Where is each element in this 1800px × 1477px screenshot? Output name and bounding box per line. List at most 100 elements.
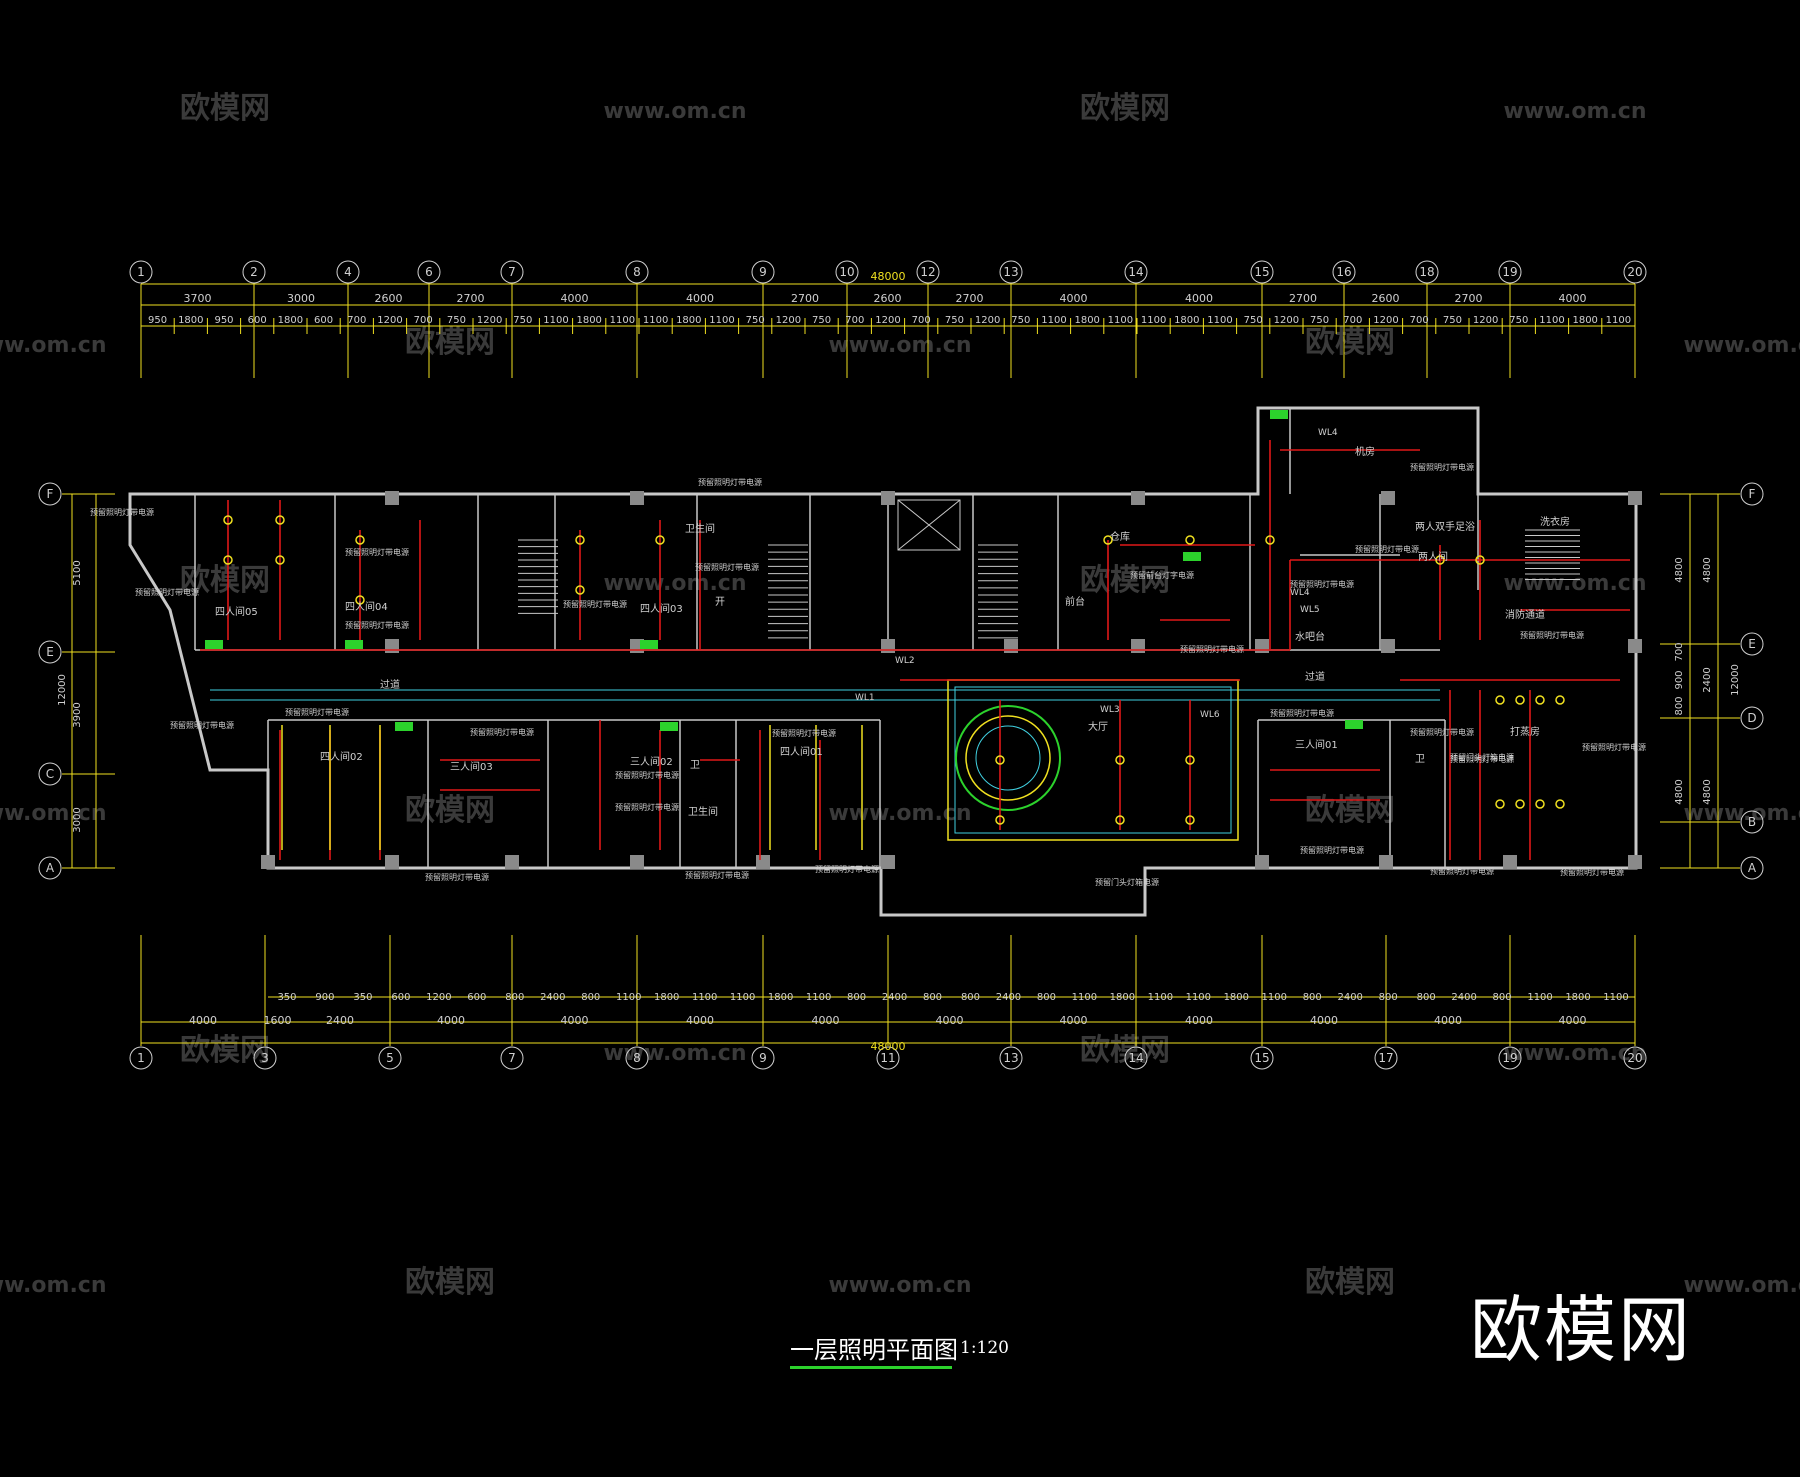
axis-top-14-label: 14: [1128, 265, 1143, 279]
dim-top-row2: 1800: [278, 315, 303, 326]
structural-column: [1379, 855, 1393, 869]
panel-label: 预留照明灯带电源: [1582, 742, 1646, 752]
dim-top-row1: 4000: [561, 292, 589, 305]
dim-right-inner-val: 4800: [1674, 557, 1685, 582]
axis-top-10-circle: [835, 260, 859, 284]
dim-top-row1: 2600: [874, 292, 902, 305]
dim-top-row2: 1100: [543, 315, 568, 326]
panel-label: 预留照明灯带电源: [1300, 845, 1364, 855]
dim-right-inner-val: 900: [1674, 670, 1685, 689]
room-label-four_05: 四人间05: [215, 605, 258, 618]
title-underline: [790, 1366, 952, 1369]
room-label-three_02: 三人间02: [630, 755, 673, 768]
dim-top-row2: 950: [148, 315, 167, 326]
axis-top-9-circle: [751, 260, 775, 284]
structural-column: [1255, 639, 1269, 653]
dim-top-row1: 4000: [1559, 292, 1587, 305]
elevator-shaft: [897, 499, 961, 551]
light-fixture: [1555, 799, 1565, 809]
structural-column: [1381, 491, 1395, 505]
axis-bottom-8-circle: [625, 1046, 649, 1070]
light-fixture: [1555, 695, 1565, 705]
axis-top-18-circle: [1415, 260, 1439, 284]
dim-top-row2: 1200: [875, 315, 900, 326]
dim-bottom-row2: 4000: [1185, 1014, 1213, 1027]
watermark-url: www.om.cn: [828, 1273, 971, 1298]
axis-bottom-19-circle: [1498, 1046, 1522, 1070]
dim-top-row2: 1800: [1074, 315, 1099, 326]
axis-top-13-label: 13: [1003, 265, 1018, 279]
dim-bottom-row1: 1800: [654, 992, 679, 1003]
dim-top-row2: 1200: [1473, 315, 1498, 326]
axis-top-16-circle: [1332, 260, 1356, 284]
panel-label: 预留门头灯箱电源: [1095, 877, 1159, 887]
dim-bottom-row1: 2400: [540, 992, 565, 1003]
panel-label: 预留照明灯带电源: [815, 864, 879, 874]
structural-column: [1381, 639, 1395, 653]
dim-bottom-row1: 600: [467, 992, 486, 1003]
light-fixture: [1265, 535, 1275, 545]
dim-top-row1: 4000: [686, 292, 714, 305]
panel-label: 预留照明灯带电源: [1290, 579, 1354, 589]
axis-top-13-circle: [999, 260, 1023, 284]
axis-bottom-7-circle: [500, 1046, 524, 1070]
axis-bottom-9-label: 9: [759, 1051, 767, 1065]
hall-ring-inner: [975, 725, 1041, 791]
axis-top-18-label: 18: [1419, 265, 1434, 279]
dim-top-row1: 3000: [287, 292, 315, 305]
panel-label: 预留照明灯带电源: [615, 770, 679, 780]
axis-top-12-label: 12: [920, 265, 935, 279]
axis-bottom-1-circle: [129, 1046, 153, 1070]
dim-top-row2: 700: [414, 315, 433, 326]
structural-column: [881, 855, 895, 869]
panel-label: 预留照明灯带电源: [615, 802, 679, 812]
dim-bottom-row1: 350: [277, 992, 296, 1003]
distribution-box: [395, 722, 413, 731]
room-label-three_03: 三人间03: [450, 760, 493, 773]
dim-top-row2: 750: [1443, 315, 1462, 326]
structural-column: [1004, 639, 1018, 653]
axis-top-7-label: 7: [508, 265, 516, 279]
axis-top-4-circle: [336, 260, 360, 284]
light-fixture: [655, 535, 665, 545]
axis-bottom-8-label: 8: [633, 1051, 641, 1065]
light-fixture: [223, 555, 233, 565]
watermark-url: www.om.cn: [603, 571, 746, 596]
axis-top-19-circle: [1498, 260, 1522, 284]
room-label-wc3: 卫: [690, 760, 700, 771]
axis-top-1-circle: [129, 260, 153, 284]
room-label-wc1: 卫生间: [685, 522, 715, 535]
panel-label: 预留照明灯带电源: [135, 587, 199, 597]
dim-top-row2: 1100: [1141, 315, 1166, 326]
dim-top-row2: 1800: [576, 315, 601, 326]
structural-column: [1131, 491, 1145, 505]
panel-label: 预留照明灯带电源: [685, 870, 749, 880]
hall-ring-mid: [965, 715, 1051, 801]
structural-column: [261, 855, 275, 869]
room-label-wc2: 卫生间: [688, 805, 718, 818]
axis-bottom-1-label: 1: [137, 1051, 145, 1065]
dim-bottom-row2: 4000: [189, 1014, 217, 1027]
axis-top-2-circle: [242, 260, 266, 284]
room-label-wc4: 卫: [1415, 754, 1425, 765]
axis-top-1-label: 1: [137, 265, 145, 279]
dim-bottom-row1: 1800: [1565, 992, 1590, 1003]
dim-top-row2: 750: [945, 315, 964, 326]
dim-top-row2: 1200: [776, 315, 801, 326]
dim-bottom-row1: 1800: [1224, 992, 1249, 1003]
dim-top-row2: 1800: [178, 315, 203, 326]
panel-label: 预留照明灯带电源: [1430, 866, 1494, 876]
axis-bottom-5-circle: [378, 1046, 402, 1070]
dim-top-row2: 1200: [477, 315, 502, 326]
brand-logo: 欧模网: [1470, 1288, 1693, 1372]
axis-top-20-label: 20: [1627, 265, 1642, 279]
axis-top-6-label: 6: [425, 265, 433, 279]
dim-bottom-row1: 2400: [1337, 992, 1362, 1003]
light-fixture: [1435, 555, 1445, 565]
room-label-fire_passage: 消防通道: [1505, 608, 1545, 621]
axis-top-19-label: 19: [1502, 265, 1517, 279]
room-label-four_02: 四人间02: [320, 750, 363, 763]
panel-label: 预留照明灯带电源: [1410, 462, 1474, 472]
dim-total-bottom: 48000: [871, 1040, 906, 1053]
